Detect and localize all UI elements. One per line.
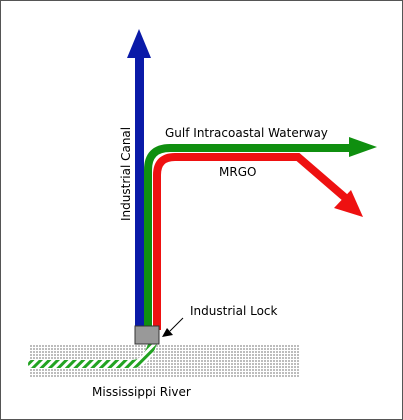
industrial-lock bbox=[134, 325, 160, 345]
mrgo-arrowhead bbox=[334, 190, 363, 217]
giww-arrowhead bbox=[349, 137, 377, 157]
industrial-canal-shaft bbox=[135, 58, 144, 328]
giww-route bbox=[144, 144, 350, 330]
river-channel bbox=[28, 339, 157, 368]
lock-pointer-line bbox=[169, 317, 184, 332]
mrgo-route bbox=[153, 153, 352, 330]
industrial-lock-label: Industrial Lock bbox=[190, 304, 278, 318]
mississippi-river-label: Mississippi River bbox=[92, 385, 191, 399]
lock-pointer-arrowhead bbox=[162, 328, 173, 337]
mrgo-label: MRGO bbox=[219, 165, 256, 179]
industrial-canal-label: Industrial Canal bbox=[119, 127, 133, 221]
industrial-canal-arrowhead bbox=[127, 29, 151, 58]
giww-label: Gulf Intracoastal Waterway bbox=[165, 126, 328, 140]
